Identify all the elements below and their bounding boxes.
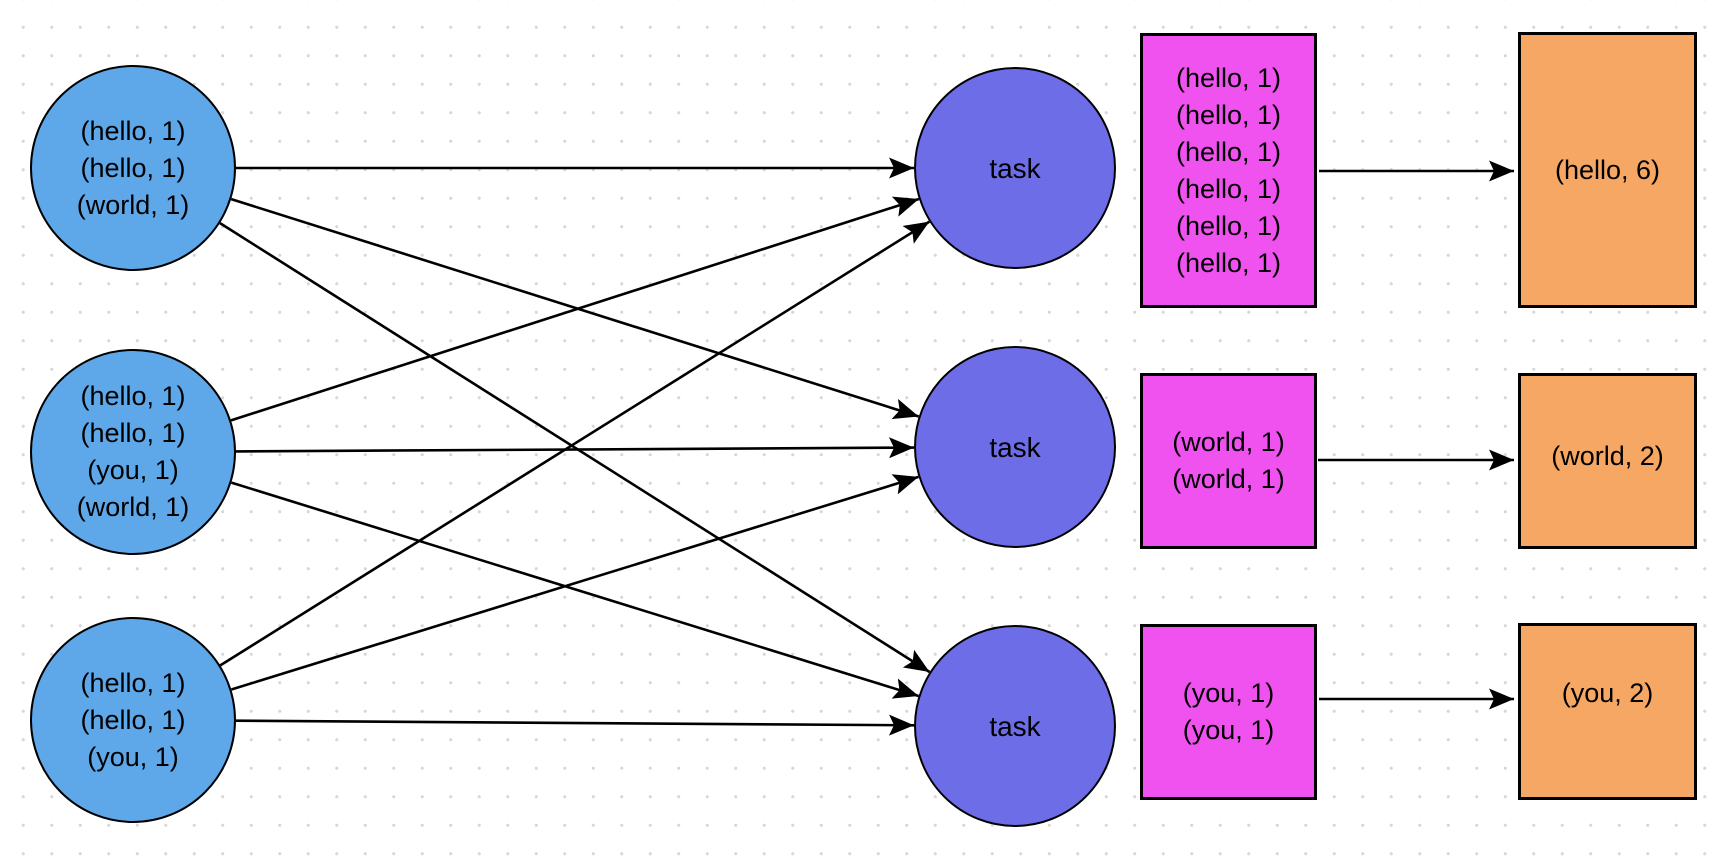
shuffle-arrow-m1-t3 — [219, 222, 931, 674]
pair-label: (hello, 1) — [80, 418, 186, 448]
reduce-result-box-2: (world, 2) — [1518, 373, 1697, 549]
task-label: task — [989, 431, 1041, 463]
task-node-3: task — [914, 625, 1116, 827]
pair-label: (hello, 1) — [1175, 62, 1282, 93]
result-label: (world, 2) — [1551, 440, 1664, 471]
pair-label: (hello, 1) — [80, 704, 186, 735]
pair-label: (you, 1) — [1182, 715, 1275, 745]
result-label: (you, 2) — [1561, 678, 1654, 708]
map-output-node-3: (hello, 1) (hello, 1) (you, 1) — [30, 617, 236, 823]
pair-label: (world, 1) — [1172, 464, 1285, 494]
reduce-result-box-3: (you, 2) — [1518, 623, 1697, 800]
task-node-2: task — [914, 346, 1116, 548]
shuffle-arrow-m1-t2 — [230, 197, 920, 419]
pair-label: (world, 1) — [1172, 427, 1285, 457]
pair-label: (hello, 1) — [1175, 247, 1282, 278]
shuffle-group-box-2: (world, 1) (world, 1) — [1140, 373, 1317, 549]
pair-label: (you, 1) — [1182, 678, 1275, 708]
shuffle-arrow-m2-t3 — [231, 481, 919, 699]
task-node-1: task — [914, 67, 1116, 269]
pair-label: (hello, 1) — [80, 152, 186, 183]
pair-label: (hello, 1) — [1175, 210, 1282, 241]
result-label: (hello, 6) — [1554, 154, 1661, 185]
task-label: task — [989, 152, 1041, 184]
shuffle-arrow-m3-t1 — [219, 220, 931, 667]
map-output-node-2: (hello, 1) (hello, 1) (you, 1) (world, 1… — [30, 349, 236, 555]
reduce-result-box-1: (hello, 6) — [1518, 32, 1697, 308]
pair-label: (hello, 1) — [80, 667, 186, 698]
pair-label: (world, 1) — [76, 189, 190, 220]
pair-label: (you, 1) — [87, 455, 179, 485]
shuffle-arrow-m3-t3 — [235, 714, 915, 736]
pair-label: (hello, 1) — [1175, 173, 1282, 204]
pair-label: (hello, 1) — [1175, 99, 1282, 130]
pair-label: (hello, 1) — [1175, 136, 1282, 167]
shuffle-arrow-m3-t2 — [231, 474, 919, 691]
pair-label: (you, 1) — [87, 741, 179, 772]
pair-label: (hello, 1) — [80, 115, 186, 146]
shuffle-group-box-1: (hello, 1) (hello, 1) (hello, 1) (hello,… — [1140, 33, 1317, 308]
pair-label: (hello, 1) — [80, 381, 186, 411]
shuffle-arrow-m2-t2 — [235, 437, 915, 459]
task-label: task — [989, 710, 1041, 742]
map-output-node-1: (hello, 1) (hello, 1) (world, 1) — [30, 65, 236, 271]
shuffle-arrow-m2-t1 — [230, 196, 920, 422]
pair-label: (world, 1) — [76, 492, 190, 522]
shuffle-group-box-3: (you, 1) (you, 1) — [1140, 624, 1317, 800]
